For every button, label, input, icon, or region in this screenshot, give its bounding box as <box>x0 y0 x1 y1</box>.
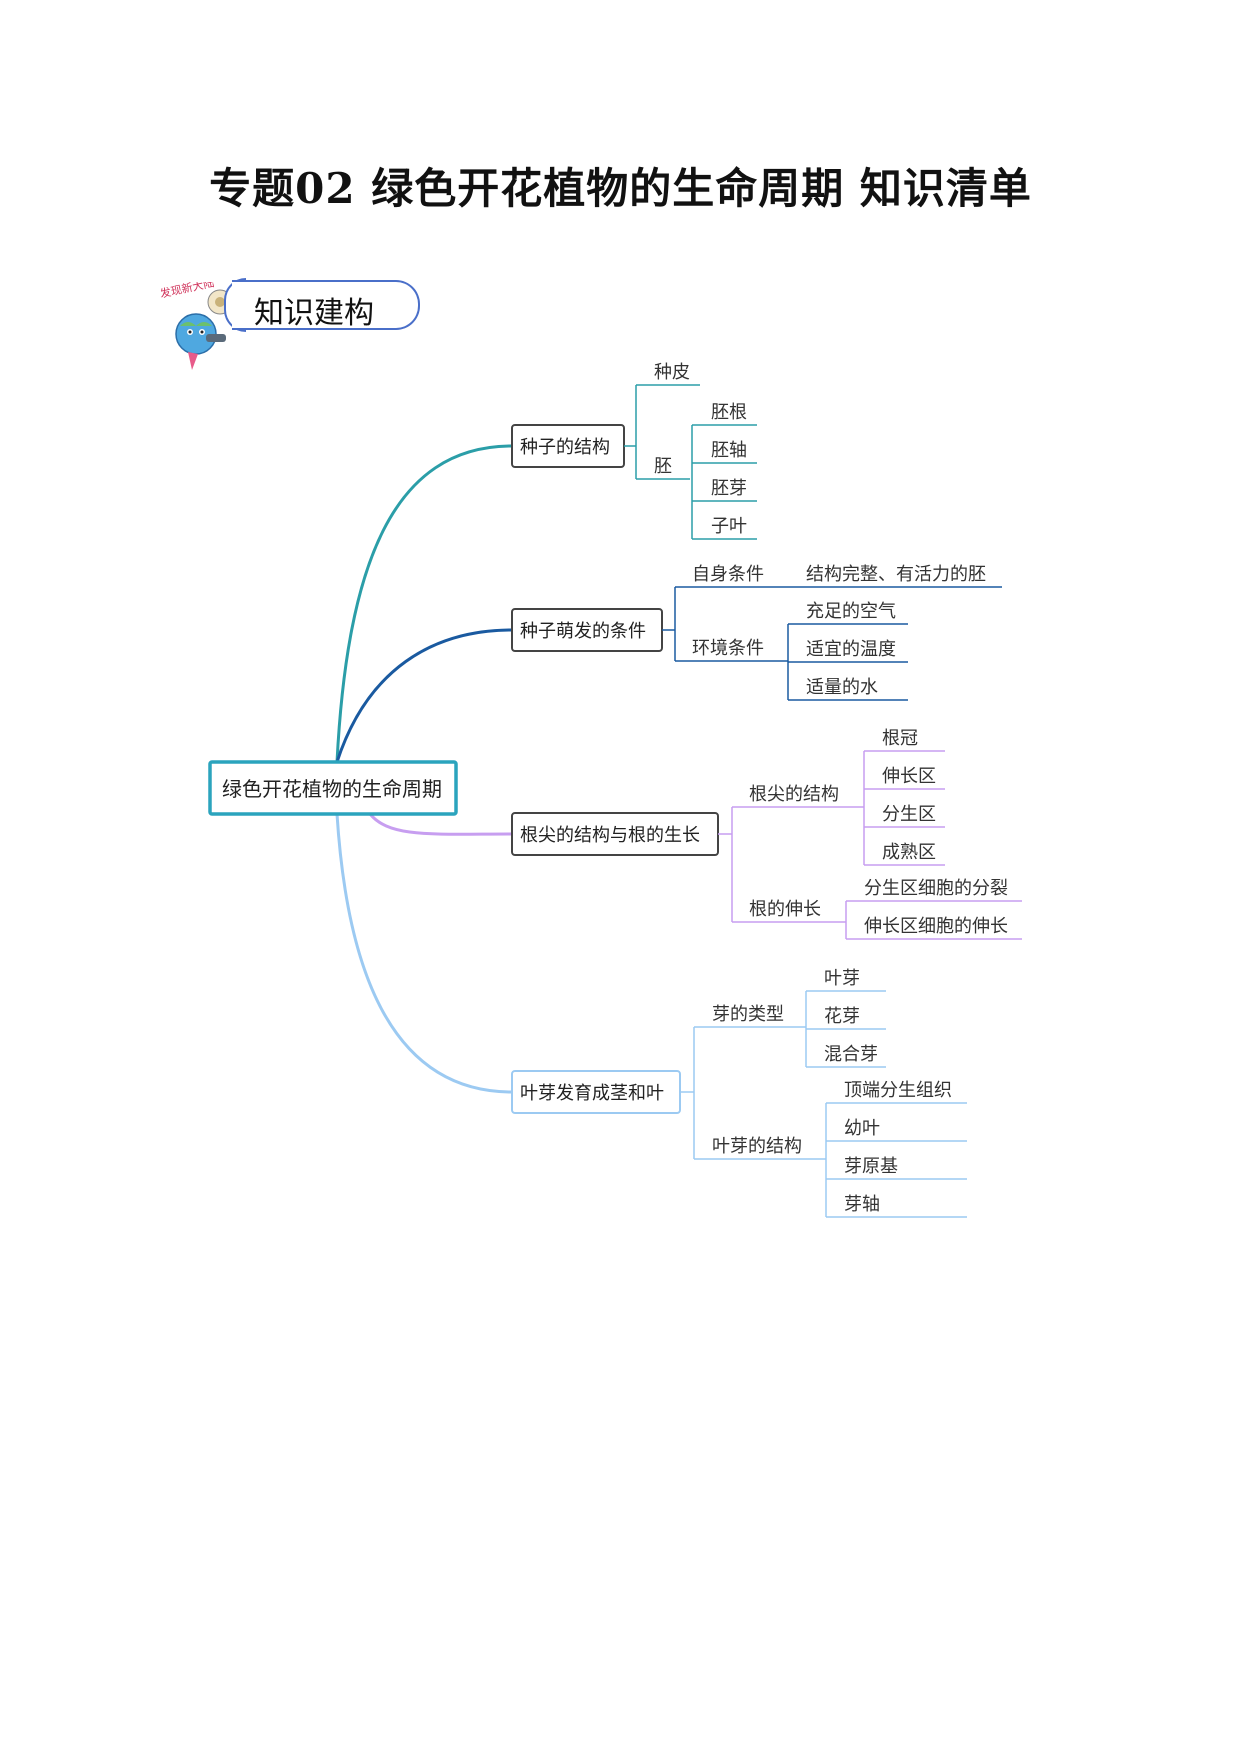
connector-root-branch-4 <box>335 813 513 1094</box>
branch-label-3: 根尖的结构与根的生长 <box>520 825 700 846</box>
sub-label-4-2: 叶芽的结构 <box>712 1136 802 1157</box>
leaf-label-1-2-2: 胚轴 <box>711 440 747 461</box>
leaf-label-4-1-2: 花芽 <box>824 1006 860 1027</box>
leaf-label-4-2-4: 芽轴 <box>844 1194 880 1215</box>
leaf-label-3-1-1: 根冠 <box>882 728 918 749</box>
sub-label-3-1: 根尖的结构 <box>749 784 839 805</box>
branch-label-2: 种子萌发的条件 <box>520 621 646 642</box>
branch-label-4: 叶芽发育成茎和叶 <box>520 1083 664 1104</box>
leaf-label-2-2-3: 适量的水 <box>806 677 878 698</box>
leaf-label-3-1-3: 分生区 <box>882 804 936 825</box>
sub-label-1-2: 胚 <box>654 456 672 477</box>
leaf-label-2-2-1: 充足的空气 <box>806 601 896 622</box>
leaf-label-3-1-4: 成熟区 <box>882 842 936 863</box>
leaf-label-1-2-1: 胚根 <box>711 402 747 423</box>
section-label: 知识建构 <box>254 296 374 331</box>
root-node-label: 绿色开花植物的生命周期 <box>222 777 442 801</box>
connector-root-branch-2 <box>335 628 513 763</box>
leaf-label-4-2-2: 幼叶 <box>844 1118 880 1139</box>
sub-label-3-2: 根的伸长 <box>749 899 821 920</box>
root-node-box <box>208 760 458 816</box>
leaf-label-1-2-4: 子叶 <box>711 516 747 537</box>
sub-label-2-1: 自身条件 <box>692 564 764 585</box>
section-banner: 知识建构 <box>232 280 420 331</box>
leaf-label-3-1-2: 伸长区 <box>882 766 936 787</box>
leaf-label-3-2-1: 分生区细胞的分裂 <box>864 878 1008 899</box>
sub-label-2-2: 环境条件 <box>692 638 764 659</box>
leaf-label-4-2-3: 芽原基 <box>844 1156 898 1177</box>
connector-root-branch-1 <box>335 444 513 763</box>
leaf-label-4-1-3: 混合芽 <box>824 1044 878 1065</box>
leaf-label-4-2-1: 顶端分生组织 <box>844 1080 952 1101</box>
leaf-label-2-1-1: 结构完整、有活力的胚 <box>806 564 986 585</box>
leaf-label-2-2-2: 适宜的温度 <box>806 639 896 660</box>
page-title: 专题02 绿色开花植物的生命周期 知识清单 <box>209 164 1032 213</box>
leaf-label-4-1-1: 叶芽 <box>824 968 860 989</box>
leaf-label-3-2-2: 伸长区细胞的伸长 <box>864 916 1008 937</box>
sub-label-4-1: 芽的类型 <box>712 1004 784 1025</box>
leaf-label-1-2-3: 胚芽 <box>711 478 747 499</box>
sub-label-1-1: 种皮 <box>654 362 690 383</box>
branch-label-1: 种子的结构 <box>520 437 610 458</box>
connector-root-branch-3 <box>368 813 513 836</box>
